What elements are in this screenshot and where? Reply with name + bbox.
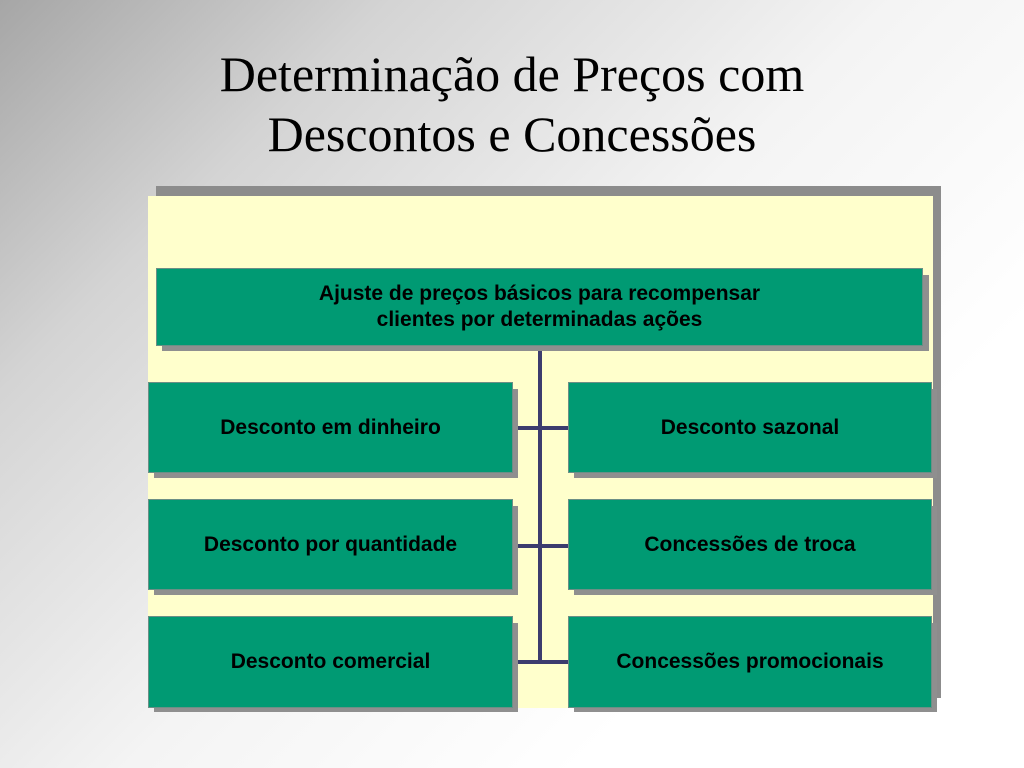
- cash-discount-label: Desconto em dinheiro: [220, 415, 441, 439]
- slide-title-line-1: Determinação de Preços com: [219, 46, 805, 102]
- cash-discount-box: Desconto em dinheiro: [148, 382, 513, 473]
- root-box: Ajuste de preços básicos para recompensa…: [156, 268, 923, 346]
- trade-in-allowance-box: Concessões de troca: [568, 499, 932, 590]
- root-box-line-1: Ajuste de preços básicos para recompensa…: [318, 282, 761, 305]
- root-box-line-2: clientes por determinadas ações: [376, 308, 703, 331]
- trade-discount-box: Desconto comercial: [148, 616, 513, 708]
- quantity-discount-label: Desconto por quantidade: [203, 532, 458, 556]
- seasonal-discount-box: Desconto sazonal: [568, 382, 932, 473]
- trade-discount-label: Desconto comercial: [230, 650, 431, 673]
- trade-in-allowance-label: Concessões de troca: [644, 532, 856, 556]
- promotional-allowance-label: Concessões promocionais: [616, 650, 884, 673]
- seasonal-discount-label: Desconto sazonal: [660, 415, 840, 439]
- promotional-allowance-box: Concessões promocionais: [568, 616, 932, 708]
- quantity-discount-box: Desconto por quantidade: [148, 499, 513, 590]
- slide-title: Determinação de Preços com Descontos e C…: [0, 44, 1024, 164]
- slide-title-line-2: Descontos e Concessões: [267, 106, 757, 162]
